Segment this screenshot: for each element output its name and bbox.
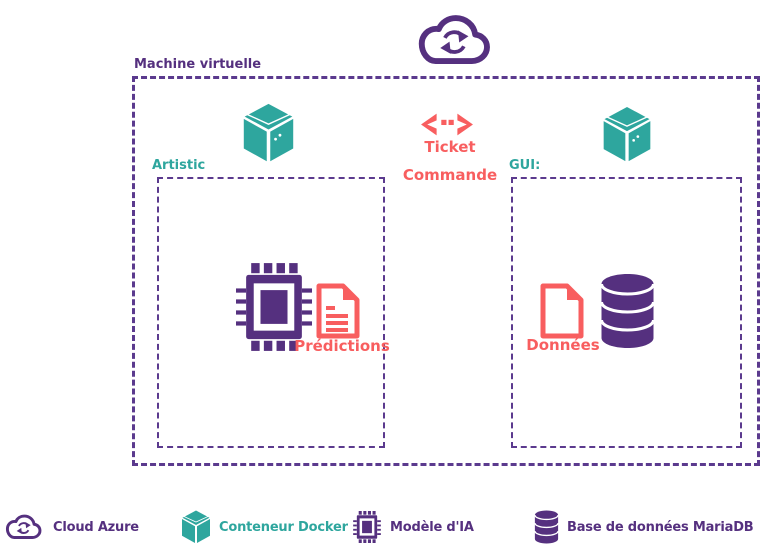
cloud-sync-icon: [3, 511, 45, 543]
azure-cloud-sync-icon: [412, 8, 498, 72]
docker-container-icon-api: [242, 103, 295, 163]
docker-cube-icon: [181, 510, 211, 544]
exchange-label: Ticket Commande: [393, 139, 507, 184]
exchange-label-line2: Commande: [402, 166, 498, 184]
mariadb-database-icon: [599, 272, 656, 350]
api-container-boundary: [157, 177, 385, 448]
legend-label-base-de-donnees: Base de données MariaDB: [567, 519, 754, 535]
database-cylinder-icon: [534, 509, 559, 545]
legend-label-modele-ia: Modèle d'IA: [390, 519, 474, 535]
data-label: Données: [526, 336, 600, 354]
legend-item-modele-ia: Modèle d'IA: [352, 509, 474, 545]
gui-container-boundary: [511, 177, 742, 448]
legend-label-conteneur-docker: Conteneur Docker: [219, 519, 348, 535]
api-container-label: Artistic: [152, 158, 206, 173]
docker-container-icon-gui: [602, 106, 652, 163]
virtual-machine-label: Machine virtuelle: [134, 57, 262, 72]
legend-item-base-de-donnees: Base de données MariaDB: [534, 507, 754, 547]
legend-item-conteneur-docker: Conteneur Docker: [181, 509, 348, 545]
data-exchange-arrows-icon: [420, 111, 474, 139]
predictions-file-icon: [315, 283, 361, 339]
exchange-label-line1: Ticket: [424, 138, 476, 156]
gui-container-label: GUI:: [509, 158, 541, 173]
predictions-label: Prédictions: [294, 337, 390, 355]
ai-chip-icon: [352, 511, 382, 543]
virtual-machine-boundary: [132, 76, 760, 466]
ai-model-chip-icon: [236, 262, 312, 352]
data-file-icon: [540, 283, 584, 339]
legend-label-cloud-azure: Cloud Azure: [53, 519, 139, 535]
legend-item-cloud-azure: Cloud Azure: [3, 509, 139, 545]
